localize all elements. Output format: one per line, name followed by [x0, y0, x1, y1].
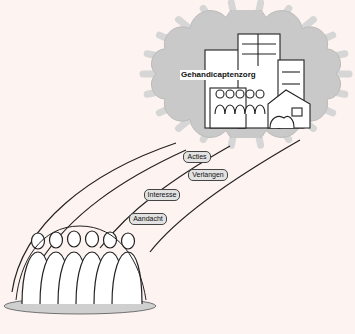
small-person-body	[225, 105, 235, 114]
small-person-body	[215, 105, 225, 114]
person-head	[32, 233, 45, 249]
window-line	[242, 53, 276, 54]
step-text: Acties	[187, 152, 206, 162]
person-head	[68, 231, 81, 247]
sun-ray	[179, 20, 188, 27]
small-person	[256, 90, 264, 98]
beam-line	[40, 150, 186, 262]
step-text: Aandacht	[133, 214, 163, 224]
house	[268, 90, 310, 128]
step-label: Aandacht	[129, 213, 167, 225]
window-line	[242, 43, 276, 44]
small-person	[236, 90, 244, 98]
sun-ray	[305, 20, 314, 27]
wheelchair-figure	[270, 116, 294, 128]
step-text: Interesse	[148, 190, 177, 200]
step-label: Interesse	[144, 189, 181, 201]
window-line	[282, 83, 300, 84]
sun-ray	[179, 122, 188, 129]
small-person	[226, 90, 234, 98]
step-text: Verlangen	[192, 170, 224, 180]
building	[210, 88, 246, 128]
small-person	[246, 90, 254, 98]
person-head	[86, 231, 99, 247]
window-line	[282, 71, 300, 72]
buildings	[205, 34, 310, 128]
person-body	[112, 252, 142, 304]
window-line	[257, 34, 258, 66]
step-label: Acties	[183, 151, 210, 163]
small-person-body	[245, 105, 255, 114]
crowd-outline	[16, 226, 146, 300]
cloud-outline	[152, 10, 341, 138]
small-person-body	[235, 105, 245, 114]
step-label: Verlangen	[188, 169, 228, 181]
house-window	[292, 108, 302, 116]
small-person-body	[255, 105, 265, 114]
sign-text: Gehandicaptenzorg	[180, 70, 257, 80]
sun-rays	[143, 3, 349, 146]
person-head	[50, 232, 63, 248]
cloud-node: Gehandicaptenzorg	[150, 10, 342, 138]
small-person	[216, 90, 224, 98]
